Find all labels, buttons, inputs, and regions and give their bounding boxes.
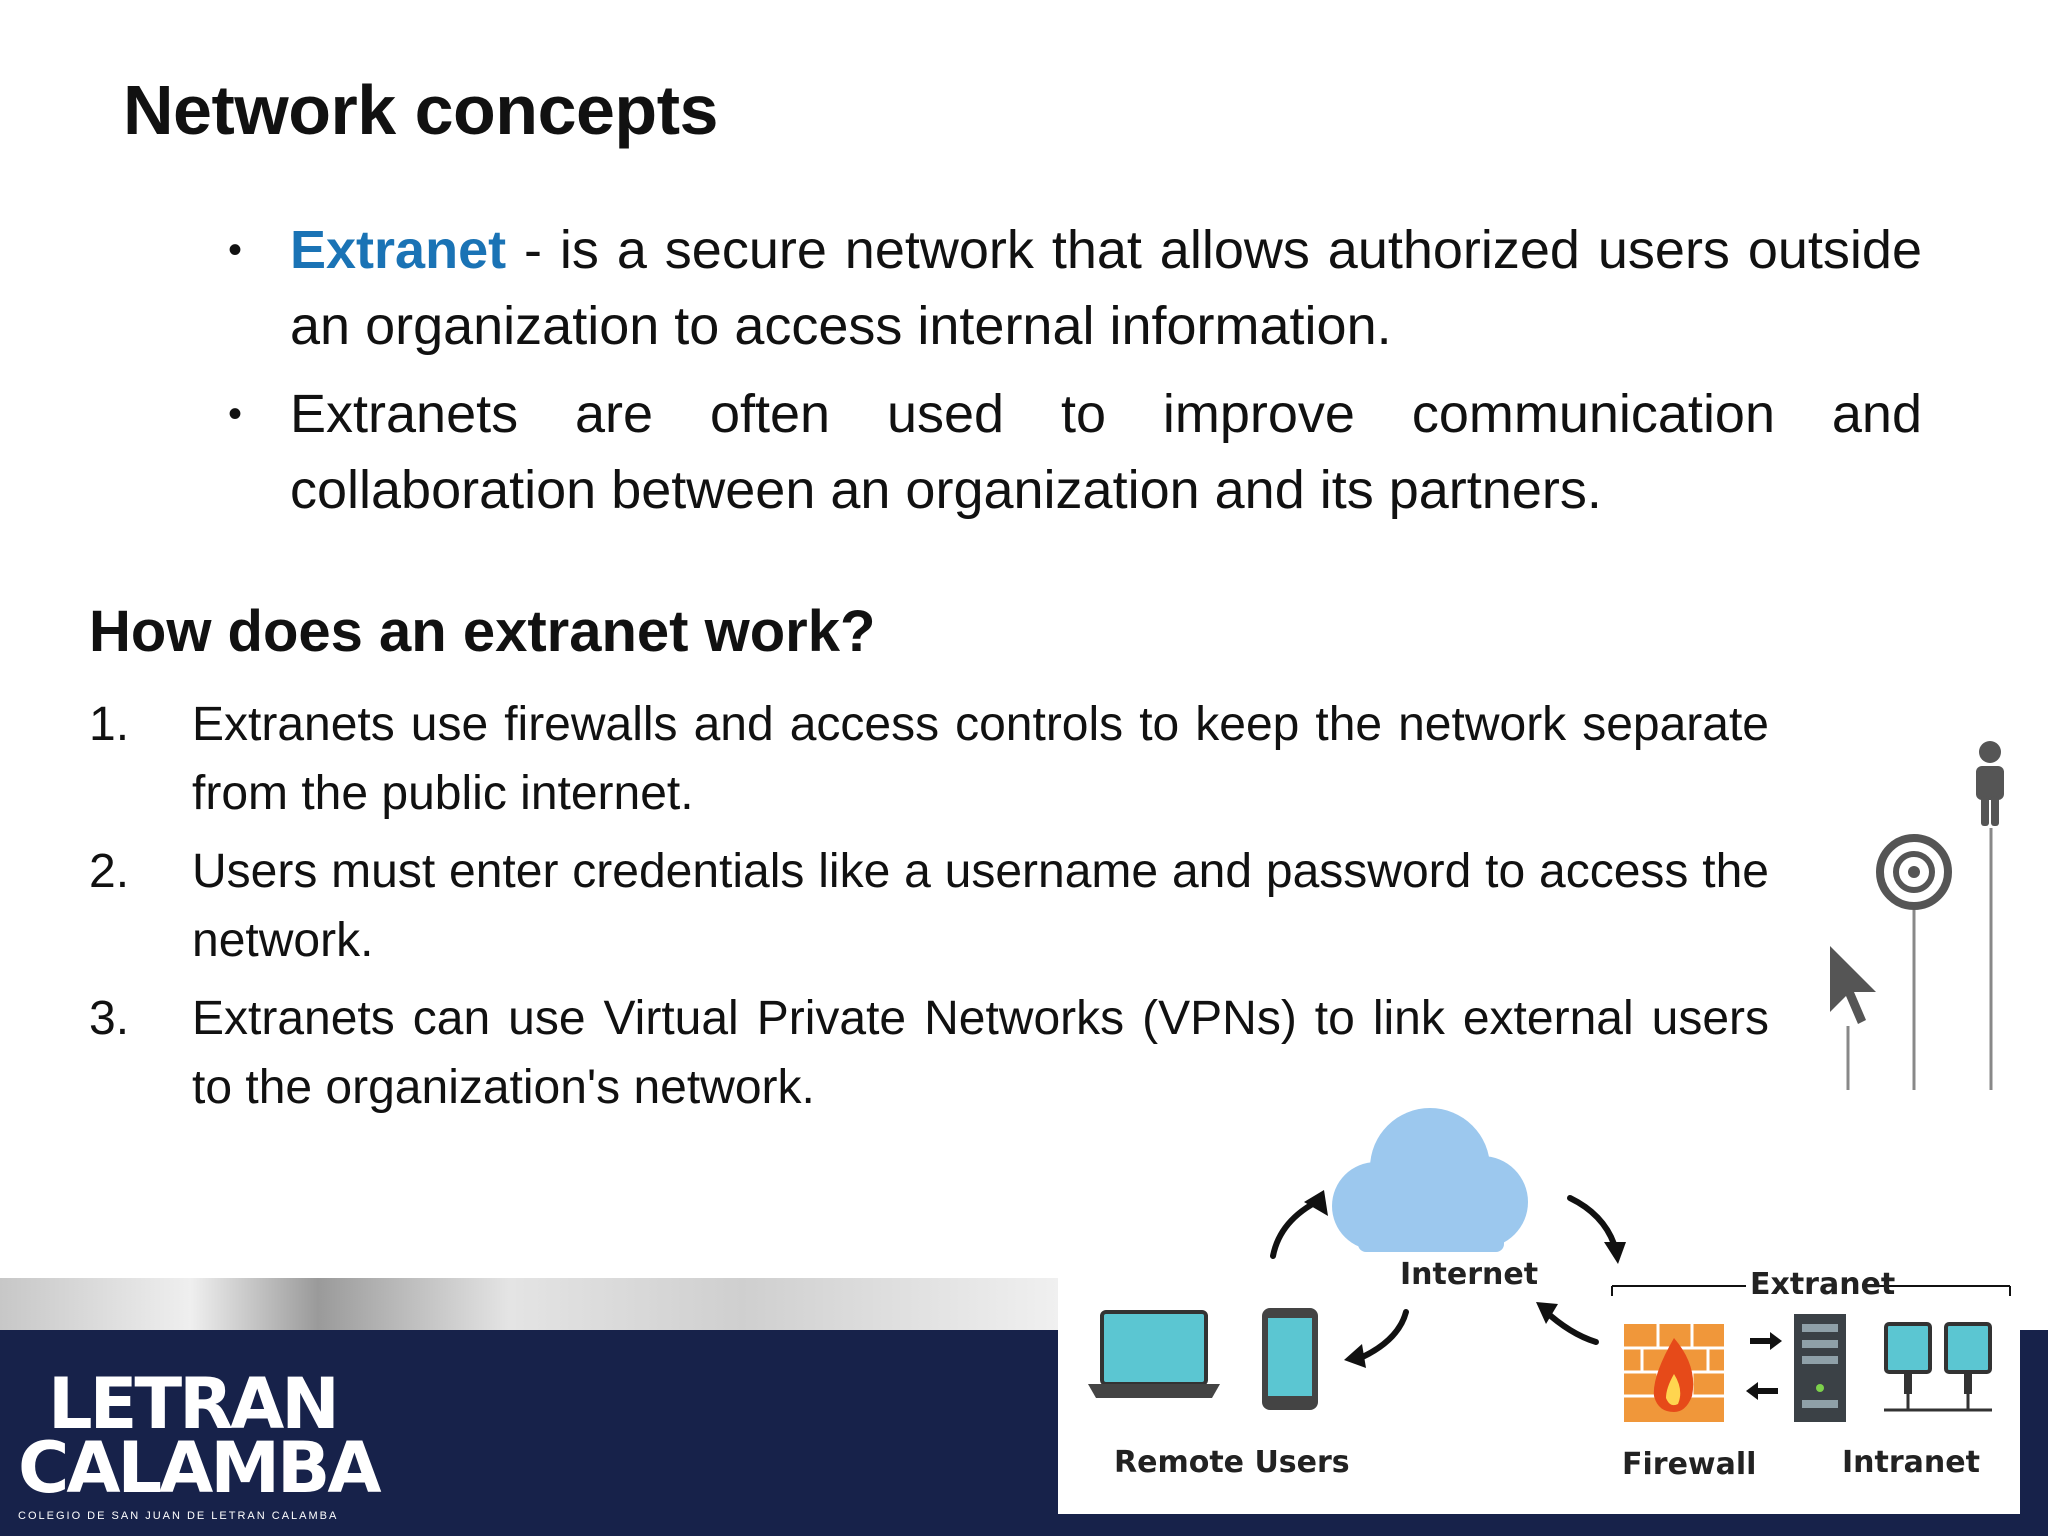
step-number: 1. <box>89 698 130 751</box>
monitor-icon <box>1884 1322 1992 1412</box>
bullet-item: • Extranet - is a secure network that all… <box>222 212 1922 364</box>
phone-icon <box>1262 1308 1318 1410</box>
footer-photo-strip <box>0 1278 1060 1330</box>
person-icon <box>1976 741 2004 826</box>
logo-tagline: COLEGIO DE SAN JUAN DE LETRAN CALAMBA <box>18 1510 339 1522</box>
target-icon <box>1876 834 1952 910</box>
logo-line1: LETRAN <box>48 1363 340 1445</box>
intranet-label: Intranet <box>1842 1445 1980 1480</box>
arrow-icon <box>1304 1190 1626 1368</box>
slide-title: Network concepts <box>123 71 718 149</box>
step-number: 3. <box>89 992 130 1045</box>
firewall-label: Firewall <box>1622 1447 1756 1482</box>
section-heading: How does an extranet work? <box>89 599 876 664</box>
cloud-icon <box>1332 1108 1528 1252</box>
extranet-label: Extranet <box>1750 1267 1895 1302</box>
step-item: 3. Extranets can use Virtual Private Netw… <box>89 984 1769 1122</box>
bullet-text: - is a secure network that allows author… <box>290 220 1922 356</box>
logo-line2: CALAMBA <box>18 1427 382 1509</box>
decor-icon-group <box>1830 741 2004 1090</box>
definition-bullets: • Extranet - is a secure network that all… <box>222 212 1922 540</box>
laptop-icon <box>1088 1310 1220 1398</box>
letran-calamba-logo: LETRAN CALAMBA COLEGIO DE SAN JUAN DE LE… <box>18 1363 382 1522</box>
step-text: Users must enter credentials like a user… <box>192 845 1769 967</box>
internet-label: Internet <box>1400 1257 1538 1292</box>
firewall-icon <box>1624 1324 1724 1422</box>
server-icon <box>1794 1314 1846 1422</box>
bullet-item: • Extranets are often used to improve com… <box>222 376 1922 528</box>
arrow-icon <box>1746 1332 1782 1400</box>
remote-users-label: Remote Users <box>1114 1445 1350 1480</box>
bullet-icon: • <box>228 228 243 272</box>
steps-list: 1. Extranets use firewalls and access con… <box>89 690 1769 1131</box>
step-item: 2. Users must enter credentials like a us… <box>89 837 1769 975</box>
bullet-text: Extranets are often used to improve comm… <box>290 384 1922 520</box>
step-item: 1. Extranets use firewalls and access con… <box>89 690 1769 828</box>
extranet-diagram: Internet Extranet Remote <box>1058 1098 2020 1514</box>
cursor-icon <box>1830 946 1876 1024</box>
term-extranet: Extranet <box>290 220 507 280</box>
bullet-icon: • <box>228 392 243 436</box>
step-text: Extranets can use Virtual Private Networ… <box>192 992 1769 1114</box>
step-number: 2. <box>89 845 130 898</box>
step-text: Extranets use firewalls and access contr… <box>192 698 1769 820</box>
